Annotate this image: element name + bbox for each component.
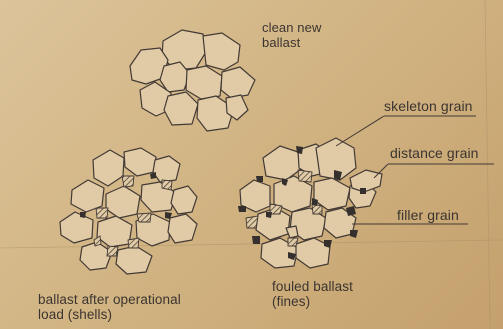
label-ballast-after-load: ballast after operational load (shells)	[38, 292, 181, 322]
fouled-ballast-cluster	[238, 116, 494, 268]
label-filler-grain: filler grain	[397, 208, 459, 223]
label-distance-grain: distance grain	[390, 146, 479, 161]
label-skeleton-grain: skeleton grain	[384, 99, 473, 114]
label-fouled-ballast: fouled ballast (fines)	[272, 279, 353, 309]
label-clean-new-ballast: clean new ballast	[262, 20, 321, 50]
shells-ballast-cluster	[60, 148, 197, 274]
clean-ballast-cluster	[130, 30, 255, 131]
